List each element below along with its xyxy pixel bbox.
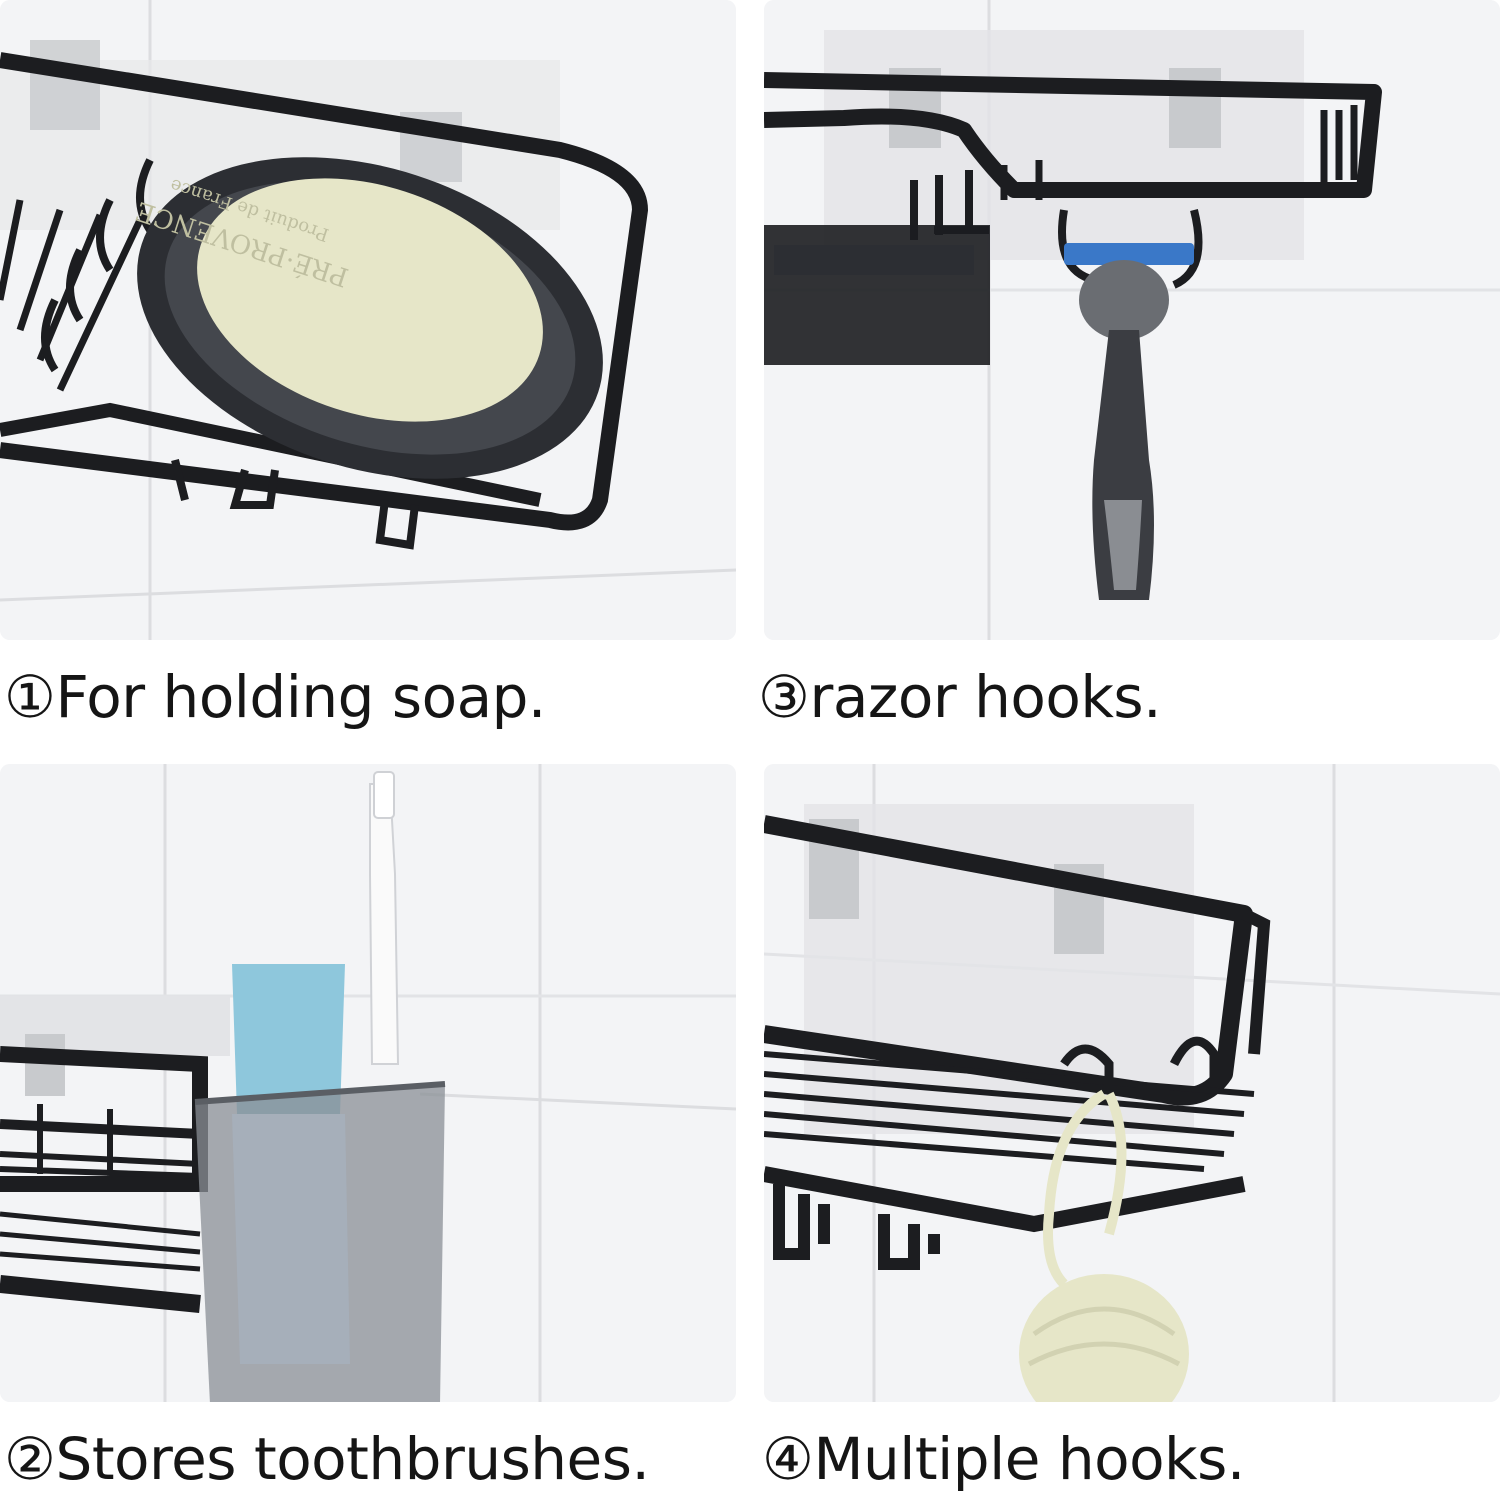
caption-holding-soap: ①For holding soap.: [4, 663, 546, 731]
loofah-cord: [1043, 1089, 1127, 1288]
adhesive-clip: [30, 40, 100, 130]
razor-hooks-illustration: [764, 0, 1500, 640]
toothbrush-holder-photo: [0, 764, 736, 1402]
razor-hooks-photo: [764, 0, 1500, 640]
caption-stores-toothbrushes: ②Stores toothbrushes.: [4, 1425, 650, 1493]
soap-dish-illustration: PRÉ·PROVENCE Produit de France: [0, 0, 736, 640]
caption-multiple-hooks: ④Multiple hooks.: [762, 1425, 1245, 1493]
multiple-hooks-photo: [764, 764, 1500, 1402]
toothpaste-tube: [232, 964, 345, 1114]
razor-pivot: [1079, 260, 1169, 340]
caption-razor-hooks: ③razor hooks.: [758, 663, 1162, 731]
razor-blade-head: [1064, 243, 1194, 265]
toothbrush-holder-illustration: [0, 764, 736, 1402]
soap-dish-photo: PRÉ·PROVENCE Produit de France: [0, 0, 736, 640]
soap-bar: [197, 178, 543, 422]
adhesive-clip: [1169, 68, 1221, 148]
multiple-hooks-illustration: [764, 764, 1500, 1402]
loofah-sponge: [1019, 1274, 1189, 1402]
adhesive-clip: [25, 1034, 65, 1096]
